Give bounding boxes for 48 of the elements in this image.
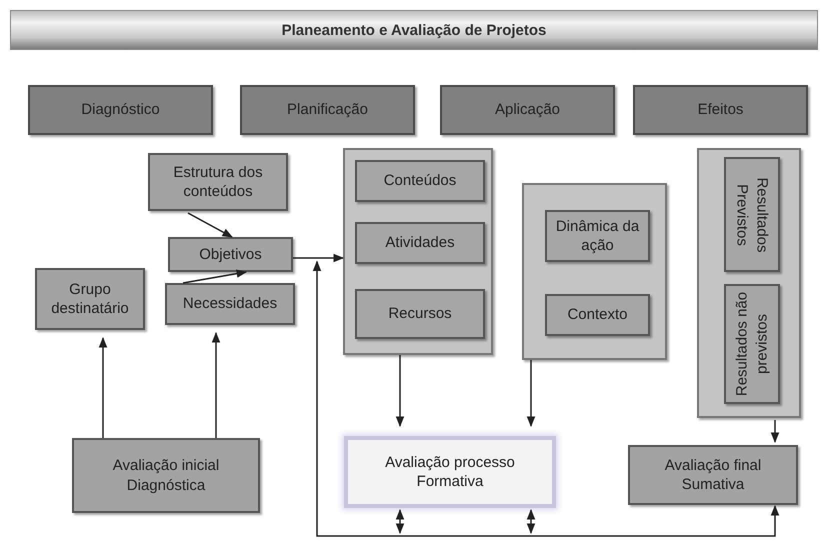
process-box <box>355 222 485 264</box>
process-box <box>168 237 293 272</box>
process-box <box>545 210 650 262</box>
box-label: Planificação <box>287 100 368 120</box>
arrow <box>312 260 780 537</box>
process-box <box>724 157 780 272</box>
process-box <box>148 153 288 211</box>
group-panel <box>522 183 667 360</box>
box-label: Resultados não previstos <box>732 290 771 398</box>
process-box <box>165 283 295 325</box>
group-panel <box>697 148 801 418</box>
process-box <box>628 445 798 505</box>
box-label: Conteúdos <box>384 171 456 191</box>
process-box <box>724 284 780 404</box>
arrow <box>188 212 233 238</box>
phase-box <box>633 85 808 135</box>
box-label: Grupo destinatário <box>50 280 130 318</box>
box-label: Dinâmica da ação <box>554 216 640 256</box>
box-label: Avaliação inicial Diagnóstica <box>112 456 220 495</box>
box-label: Diagnóstico <box>81 100 160 120</box>
process-box <box>545 294 650 336</box>
process-box <box>355 160 485 202</box>
arrow <box>98 336 108 438</box>
box-label: Aplicação <box>494 100 560 120</box>
process-box <box>72 438 260 513</box>
box-label: Atividades <box>385 233 455 253</box>
phase-box <box>28 85 213 135</box>
box-label: Avaliação processo Formativa <box>384 452 516 492</box>
highlighted-box <box>348 440 552 504</box>
arrow <box>396 355 404 428</box>
process-box <box>35 268 145 330</box>
box-label: Objetivos <box>199 244 262 264</box>
arrow <box>293 254 344 262</box>
group-panel <box>343 148 493 355</box>
box-label: Resultados Previstos <box>733 176 772 254</box>
box-label: Efeitos <box>698 100 744 120</box>
phase-box <box>240 85 415 135</box>
box-label: Avaliação final Sumativa <box>664 456 762 494</box>
arrow <box>526 360 536 428</box>
phase-box <box>440 85 615 135</box>
box-label: Necessidades <box>182 294 278 314</box>
arrow <box>212 332 220 438</box>
box-label: Estrutura dos conteúdos <box>172 162 264 202</box>
process-box <box>355 289 485 339</box>
title-banner: Planeamento e Avaliação de Projetos <box>10 10 818 50</box>
box-label: Recursos <box>388 304 452 324</box>
box-label: Contexto <box>567 305 628 325</box>
arrow <box>770 420 780 444</box>
